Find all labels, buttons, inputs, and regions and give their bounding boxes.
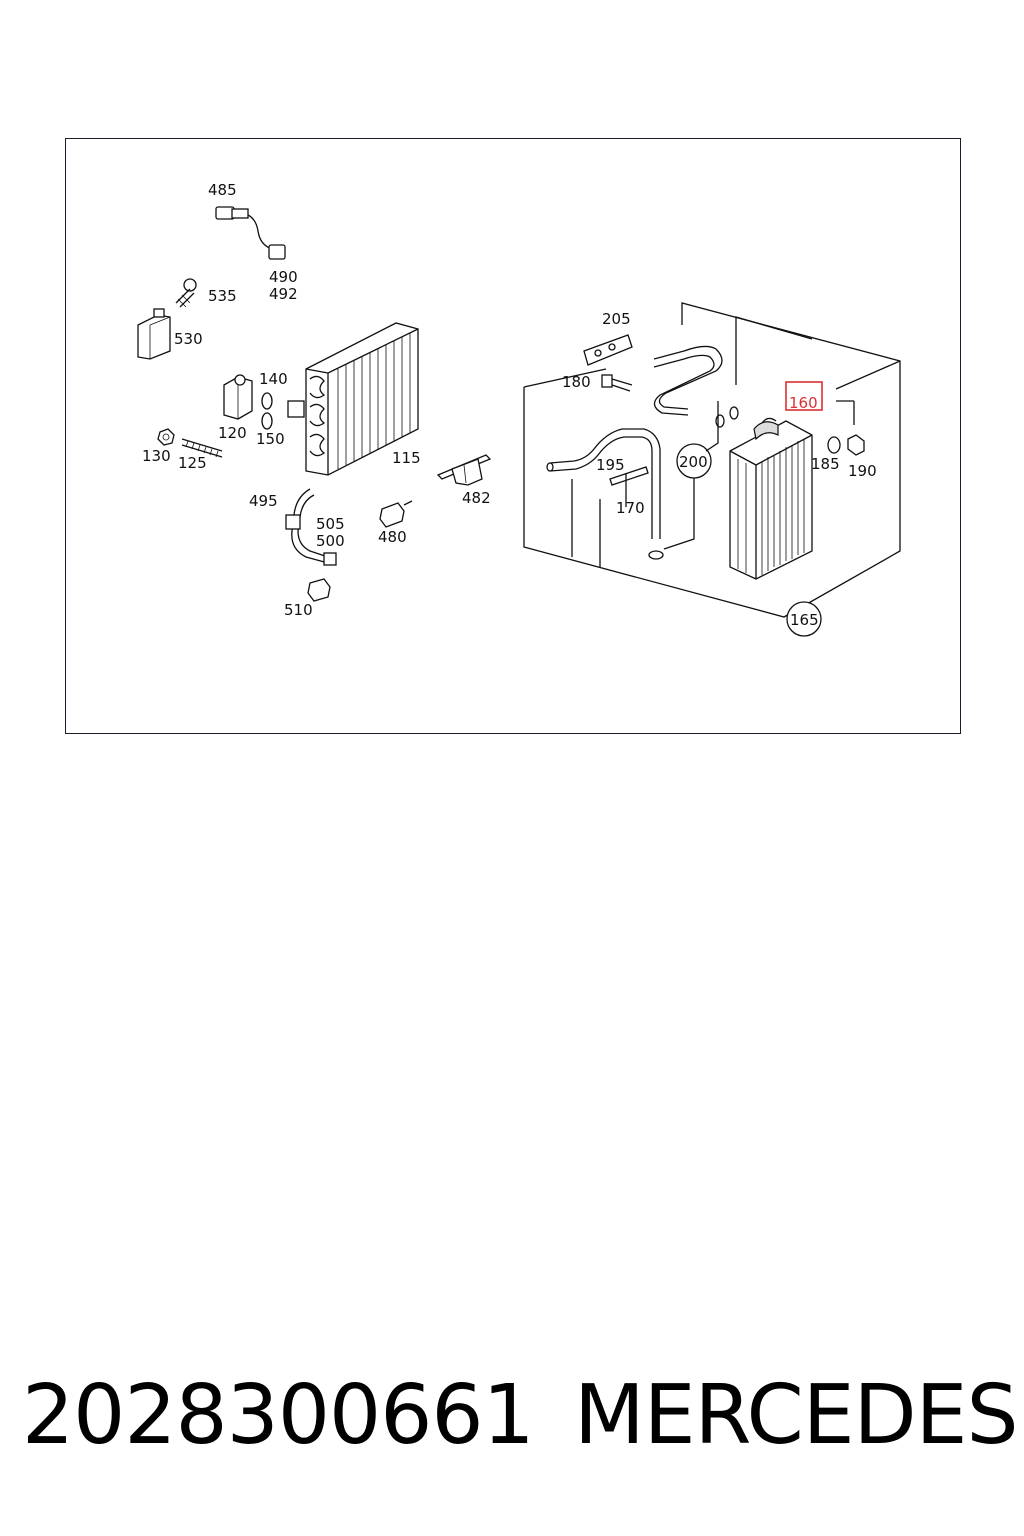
label-160: 160 xyxy=(789,394,818,412)
clamp-plate-205 xyxy=(583,334,633,366)
nut-190 xyxy=(847,434,865,456)
label-510: 510 xyxy=(284,601,313,619)
callout-circle-165 xyxy=(786,601,822,637)
label-505: 505 xyxy=(316,515,345,533)
exploded-view-drawing: 485 490 492 535 530 140 120 150 130 125 … xyxy=(137,181,901,637)
parts-diagram: 485 490 492 535 530 140 120 150 130 125 … xyxy=(65,138,961,734)
heater-core-160 xyxy=(729,417,813,580)
seal-ring-b xyxy=(729,406,739,420)
brand-name: MERCEDES xyxy=(574,1368,1019,1463)
module-530 xyxy=(137,308,171,360)
footer-caption: 2028300661 MERCEDES xyxy=(0,1368,1024,1468)
nut-130 xyxy=(157,428,175,446)
label-190: 190 xyxy=(848,462,877,480)
label-490: 490 xyxy=(269,268,298,286)
label-200: 200 xyxy=(679,453,708,471)
seal-ring-150 xyxy=(261,412,273,430)
label-195: 195 xyxy=(596,456,625,474)
label-120: 120 xyxy=(218,424,247,442)
sensor-485 xyxy=(215,206,286,260)
label-165: 165 xyxy=(790,611,819,629)
screw-180 xyxy=(601,374,633,392)
housing-outline xyxy=(523,302,901,618)
label-140: 140 xyxy=(259,370,288,388)
seal-ring-a xyxy=(715,414,725,428)
highlight-box-160 xyxy=(785,381,823,411)
label-150: 150 xyxy=(256,430,285,448)
bolt-535 xyxy=(175,278,197,308)
label-480: 480 xyxy=(378,528,407,546)
label-535: 535 xyxy=(208,287,237,305)
label-205: 205 xyxy=(602,310,631,328)
bracket-170 xyxy=(609,466,649,507)
pipe-upper xyxy=(653,345,723,416)
label-485: 485 xyxy=(208,181,237,199)
label-492: 492 xyxy=(269,285,298,303)
label-530: 530 xyxy=(174,330,203,348)
seal-ring-185 xyxy=(827,436,841,454)
label-130: 130 xyxy=(142,447,171,465)
label-125: 125 xyxy=(178,454,207,472)
connector-510 xyxy=(307,578,331,602)
label-495: 495 xyxy=(249,492,278,510)
label-170: 170 xyxy=(616,499,645,517)
bracket-482 xyxy=(436,454,492,486)
label-185: 185 xyxy=(811,455,840,473)
evaporator-115 xyxy=(287,322,419,476)
part-number: 2028300661 xyxy=(22,1368,535,1463)
label-482: 482 xyxy=(462,489,491,507)
o-ring-bottom xyxy=(648,550,664,560)
label-500: 500 xyxy=(316,532,345,550)
valve-120 xyxy=(223,374,253,420)
label-180: 180 xyxy=(562,373,591,391)
seal-ring-140 xyxy=(261,392,273,410)
stud-125 xyxy=(181,438,223,458)
label-115: 115 xyxy=(392,449,421,467)
switch-480 xyxy=(379,500,413,528)
hose-495 xyxy=(285,488,337,566)
pipe-195 xyxy=(546,428,661,539)
